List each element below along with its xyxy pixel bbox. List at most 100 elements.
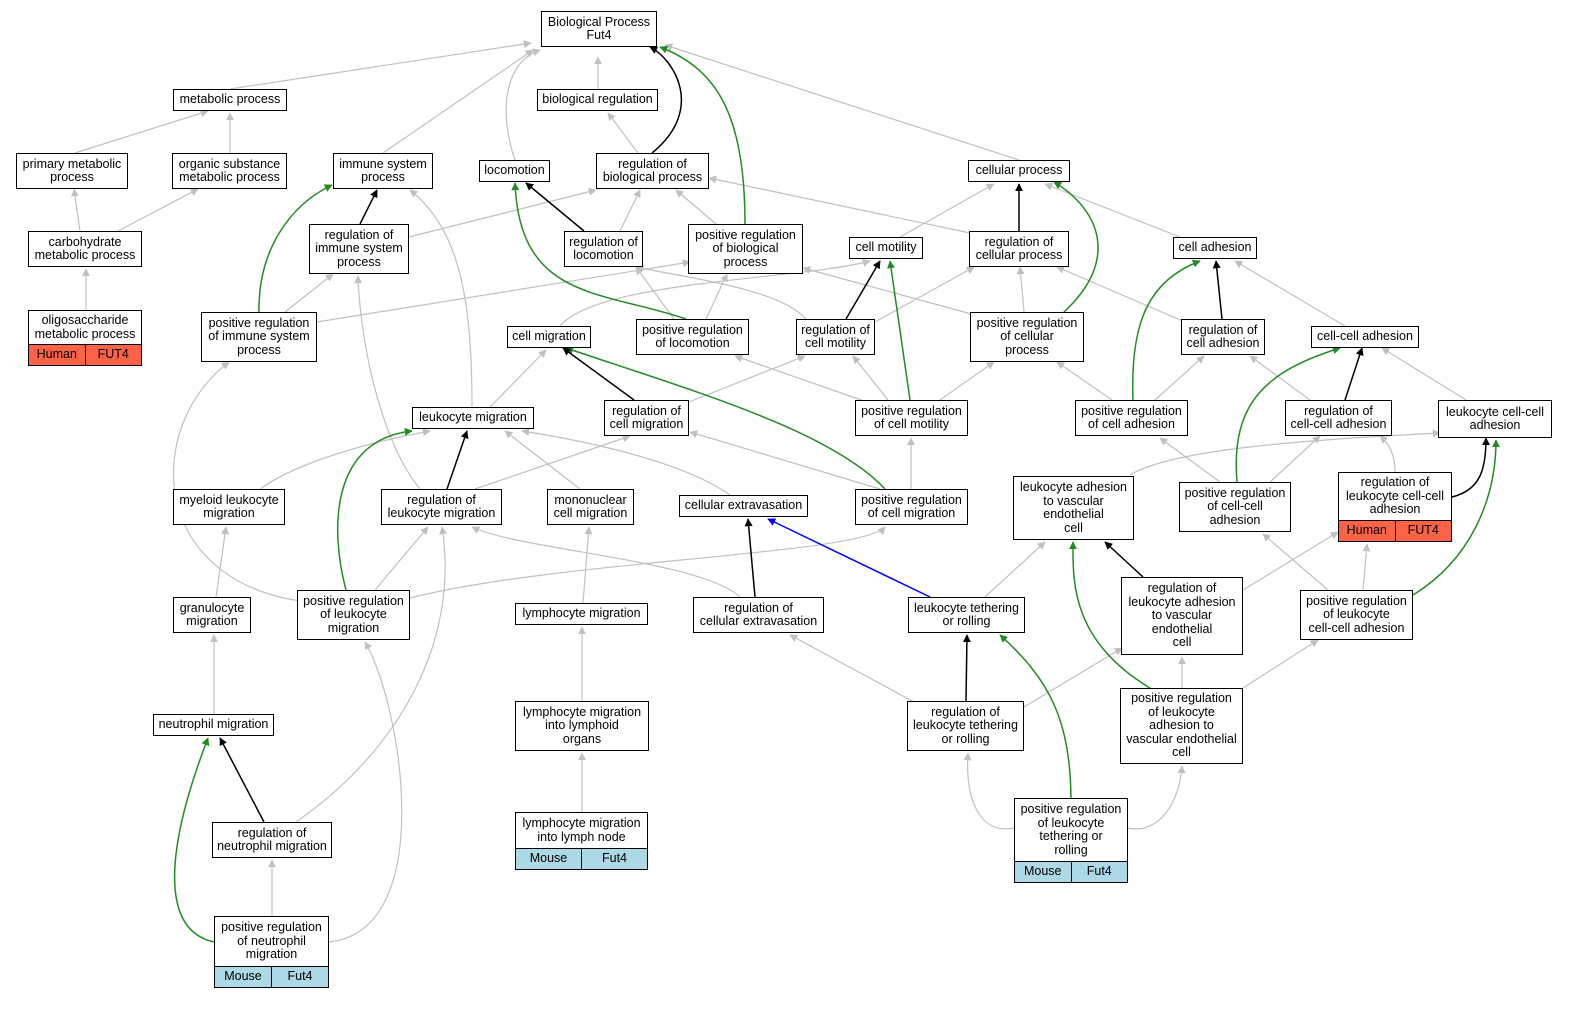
edge-positively-regulates-pos-reg-cell-mig-to-cell-migration: [565, 346, 886, 490]
edge-positively-regulates-pos-reg-cc-adh-to-cc-adhesion: [1235, 346, 1341, 483]
node-reg-loco[interactable]: regulation of locomotion: [564, 231, 643, 267]
node-label: positive regulation of immune system pro…: [208, 315, 310, 357]
node-carb-met[interactable]: carbohydrate metabolic process: [28, 231, 142, 267]
node-bioreg[interactable]: biological regulation: [537, 89, 658, 111]
node-label: regulation of cellular extravasation: [699, 600, 818, 628]
edge-is-a-pos-reg-motility-to-pos-reg-cellular: [939, 361, 995, 401]
node-label: regulation of cell-cell adhesion: [1290, 403, 1387, 431]
node-pos-reg-adhesion[interactable]: positive regulation of cell adhesion: [1075, 400, 1188, 436]
edge-is-a-cc-adhesion-to-cell-adhesion: [1234, 260, 1346, 327]
edge-is-a-reg-leuk-adh-vasc-to-reg-leuk-cc: [1242, 531, 1339, 591]
node-mono[interactable]: mononuclear cell migration: [547, 489, 634, 525]
node-reg-neutro[interactable]: regulation of neutrophil migration: [212, 822, 332, 858]
node-locomotion[interactable]: locomotion: [479, 160, 550, 182]
edge-is-a-extrav-to-leuk-mig: [521, 428, 731, 496]
node-pos-reg-tethering[interactable]: positive regulation of leukocyte tetheri…: [1014, 798, 1128, 883]
node-pos-reg-leuk-mig[interactable]: positive regulation of leukocyte migrati…: [297, 590, 410, 640]
node-label: cellular process: [975, 163, 1063, 178]
node-reg-leuk-adh-vasc[interactable]: regulation of leukocyte adhesion to vasc…: [1121, 577, 1243, 655]
node-extrav[interactable]: cellular extravasation: [679, 495, 808, 517]
node-leuk-mig[interactable]: leukocyte migration: [412, 407, 534, 429]
node-neutrophil[interactable]: neutrophil migration: [153, 714, 274, 736]
gene-tag: Fut4: [1070, 862, 1127, 882]
node-pos-reg-immune[interactable]: positive regulation of immune system pro…: [201, 312, 317, 362]
edge-is-a-pos-reg-adhesion-to-pos-reg-cellular: [1056, 361, 1113, 401]
node-cell-adhesion[interactable]: cell adhesion: [1173, 237, 1257, 259]
node-reg-motility[interactable]: regulation of cell motility: [796, 319, 875, 355]
edge-is-a-leuk-mig-to-cell-migration: [489, 349, 547, 408]
node-reg-cellular[interactable]: regulation of cellular process: [969, 231, 1069, 267]
edge-positively-regulates-pos-reg-leuk-cc-to-leuk-cc-adhesion: [1412, 439, 1500, 596]
node-lymph-mig[interactable]: lymphocyte migration: [515, 603, 648, 625]
edge-is-a-reg-tethering-to-reg-leuk-adh-vasc: [1013, 647, 1123, 714]
edge-is-a-reg-bio-to-bioreg: [607, 112, 639, 154]
node-granulocyte[interactable]: granulocyte migration: [173, 597, 251, 633]
node-leuk-adh-vasc[interactable]: leukocyte adhesion to vascular endotheli…: [1013, 476, 1134, 540]
node-reg-adhesion[interactable]: regulation of cell adhesion: [1181, 319, 1265, 355]
edge-is-a-reg-motility-to-reg-loco: [635, 264, 807, 320]
node-pos-reg-cc-adh[interactable]: positive regulation of cell-cell adhesio…: [1179, 482, 1291, 532]
node-label: regulation of cell adhesion: [1186, 322, 1260, 350]
edge-is-a-cell-migration-to-cell-motility: [559, 259, 871, 327]
node-myeloid[interactable]: myeloid leukocyte migration: [173, 489, 285, 525]
edge-is-a-pos-reg-cellular-to-reg-cellular: [1016, 266, 1025, 313]
node-pos-reg-loco[interactable]: positive regulation of locomotion: [636, 319, 749, 355]
node-leuk-cc-adhesion[interactable]: leukocyte cell-cell adhesion: [1438, 400, 1552, 438]
node-label: positive regulation of neutrophil migrat…: [221, 920, 322, 962]
node-label: cell-cell adhesion: [1317, 329, 1413, 344]
node-metabolic[interactable]: metabolic process: [173, 89, 287, 111]
node-reg-cell-mig[interactable]: regulation of cell migration: [604, 400, 689, 436]
node-pos-reg-cellular[interactable]: positive regulation of cellular process: [970, 312, 1084, 362]
node-reg-leuk-mig[interactable]: regulation of leukocyte migration: [381, 489, 502, 525]
species-tag: Mouse: [516, 849, 581, 869]
node-lymph-organs[interactable]: lymphocyte migration into lymphoid organ…: [515, 701, 649, 751]
edge-is-a-cellular-proc-to-bp: [664, 43, 1020, 161]
gene-tag: FUT4: [84, 345, 141, 365]
node-reg-cc-adhesion[interactable]: regulation of cell-cell adhesion: [1285, 400, 1392, 436]
node-primary-met[interactable]: primary metabolic process: [16, 153, 128, 189]
edge-is-a-pos-reg-loco-to-reg-loco: [635, 266, 675, 320]
edge-is-a-pos-reg-immune-to-pos-reg-bio: [316, 259, 691, 323]
node-reg-immune[interactable]: regulation of immune system process: [309, 224, 409, 274]
node-cellular-proc[interactable]: cellular process: [968, 160, 1070, 182]
node-cell-migration[interactable]: cell migration: [507, 326, 591, 348]
node-pos-reg-motility[interactable]: positive regulation of cell motility: [855, 400, 968, 436]
node-org-sub[interactable]: organic substance metabolic process: [172, 153, 287, 189]
edge-positively-regulates-pos-reg-tethering-to-tethering: [999, 634, 1072, 799]
node-immune[interactable]: immune system process: [333, 153, 433, 189]
node-reg-leuk-cc[interactable]: regulation of leukocyte cell-cell adhesi…: [1338, 472, 1452, 542]
node-cell-motility[interactable]: cell motility: [849, 237, 923, 259]
node-reg-tethering[interactable]: regulation of leukocyte tethering or rol…: [907, 701, 1024, 751]
edge-is-a-metabolic-to-bp: [229, 40, 532, 90]
node-bp[interactable]: Biological Process Fut4: [541, 11, 657, 47]
node-pos-reg-leuk-cc[interactable]: positive regulation of leukocyte cell-ce…: [1300, 590, 1413, 640]
edge-regulates-reg-bio-to-bp: [649, 46, 683, 154]
node-cc-adhesion[interactable]: cell-cell adhesion: [1311, 326, 1419, 348]
node-pos-reg-bio[interactable]: positive regulation of biological proces…: [688, 224, 803, 274]
edge-is-a-pos-reg-cc-adh-to-pos-reg-adhesion: [1159, 437, 1221, 483]
node-reg-bio[interactable]: regulation of biological process: [596, 153, 709, 189]
edge-regulates-reg-leuk-adh-vasc-to-leuk-adh-vasc: [1104, 541, 1144, 578]
node-reg-extrav[interactable]: regulation of cellular extravasation: [693, 597, 824, 633]
node-pos-reg-leuk-adh-vasc[interactable]: positive regulation of leukocyte adhesio…: [1120, 688, 1243, 764]
node-pos-reg-neutro[interactable]: positive regulation of neutrophil migrat…: [214, 916, 329, 988]
node-tethering[interactable]: leukocyte tethering or rolling: [908, 597, 1025, 633]
node-pos-reg-cell-mig[interactable]: positive regulation of cell migration: [855, 489, 968, 525]
edge-is-a-reg-cellular-to-reg-bio: [708, 175, 971, 234]
node-label: cell motility: [855, 240, 917, 255]
node-label: positive regulation of leukocyte migrati…: [303, 593, 404, 635]
node-label: positive regulation of cell adhesion: [1081, 403, 1182, 431]
node-label: neutrophil migration: [158, 717, 269, 732]
node-label: positive regulation of cellular process: [976, 315, 1078, 357]
edge-is-a-reg-leuk-mig-to-reg-cell-mig: [474, 434, 631, 490]
node-label: organic substance metabolic process: [178, 156, 281, 184]
edge-is-a-carb-met-to-primary-met: [71, 188, 81, 232]
node-label: leukocyte tethering or rolling: [914, 600, 1019, 628]
